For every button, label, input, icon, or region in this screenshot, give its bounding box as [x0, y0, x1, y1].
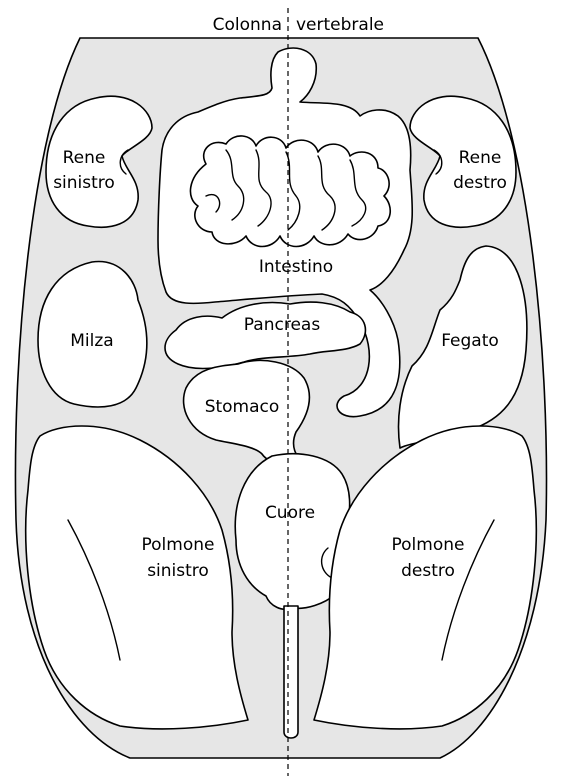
left-lung-label-2: sinistro — [147, 561, 209, 581]
stomach-label: Stomaco — [205, 397, 280, 417]
left-kidney-label-1: Rene — [63, 148, 106, 168]
right-kidney-label-2: destro — [453, 173, 507, 193]
left-lung-label-1: Polmone — [142, 535, 215, 555]
heart-label: Cuore — [265, 503, 315, 523]
liver-label: Fegato — [441, 331, 499, 351]
right-lung-label-1: Polmone — [392, 535, 465, 555]
left-kidney-label-2: sinistro — [53, 173, 115, 193]
spleen-label: Milza — [70, 331, 113, 351]
right-kidney-label-1: Rene — [459, 148, 502, 168]
intestine-label: Intestino — [259, 257, 333, 277]
spine-label-right: vertebrale — [296, 15, 384, 35]
aorta — [284, 606, 298, 738]
intestine-coils — [190, 136, 390, 247]
spine-label-left: Colonna — [213, 15, 282, 35]
pancreas-label: Pancreas — [244, 315, 321, 335]
right-lung-label-2: destro — [401, 561, 455, 581]
